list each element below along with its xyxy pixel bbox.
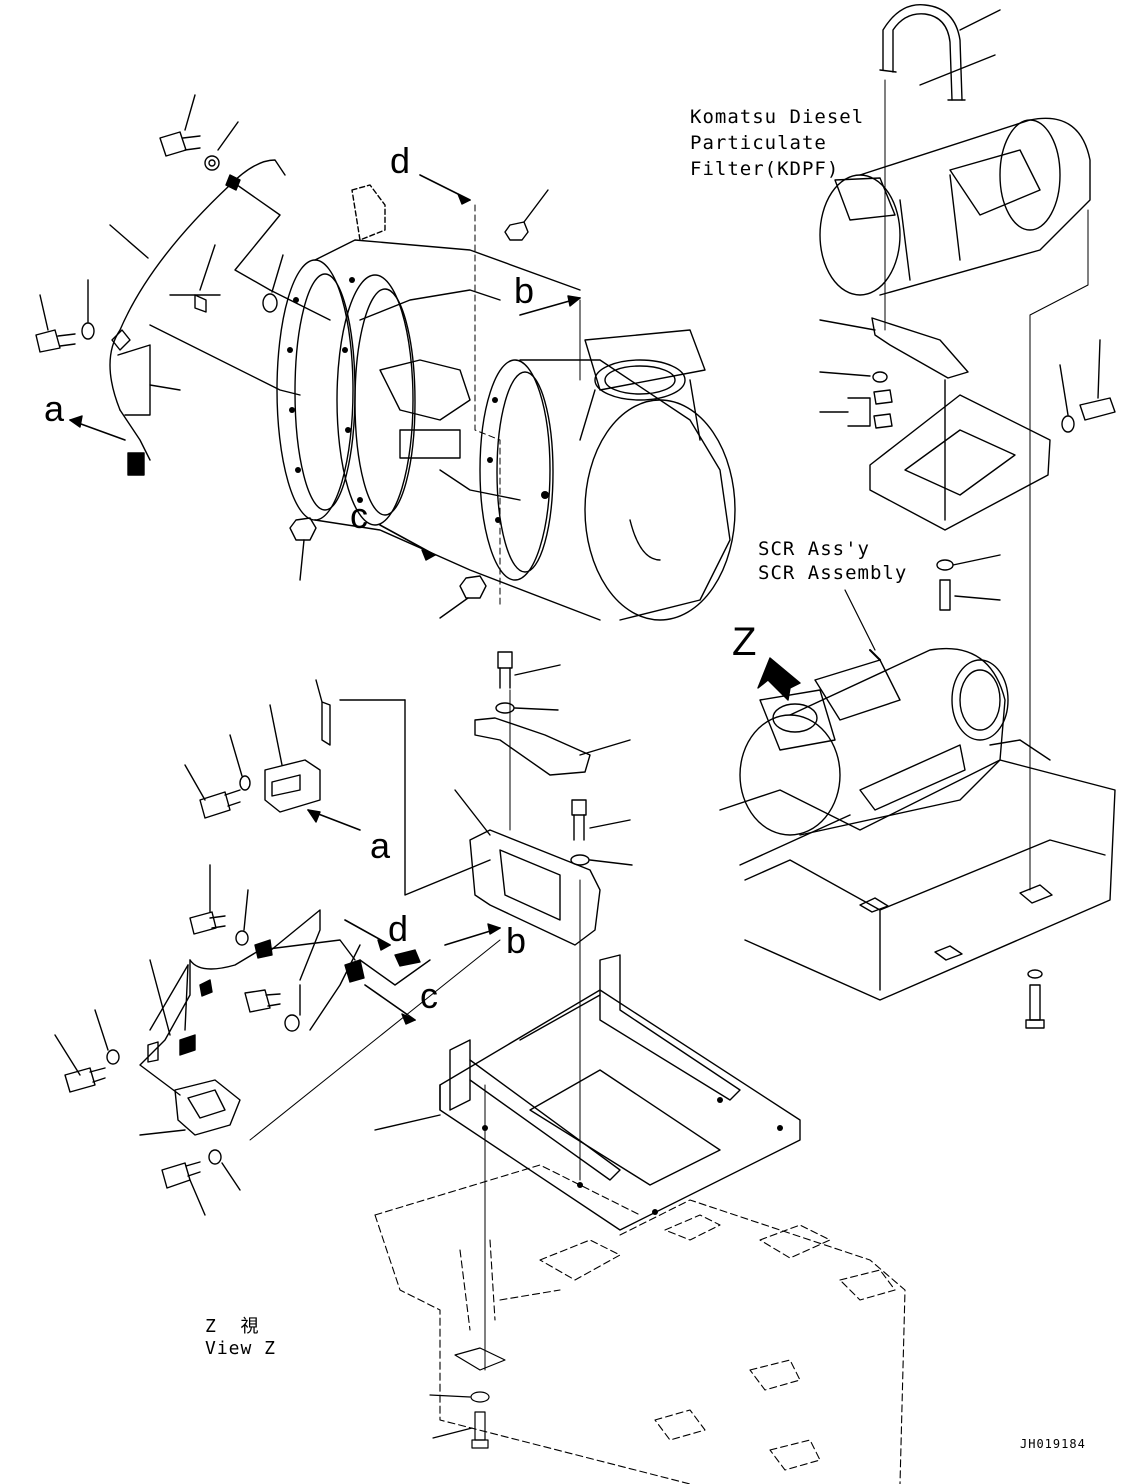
callout-d-lower: d (388, 908, 409, 949)
drawing-id: JH019184 (1020, 1437, 1086, 1451)
scr-assembly (720, 590, 1115, 1028)
callout-c-lower: c (420, 975, 438, 1016)
callout-a-lower: a (370, 825, 391, 866)
base-mount-plate (375, 955, 800, 1370)
nox-sensor-harness-upper (110, 160, 330, 475)
mounting-brackets-middle (250, 652, 632, 1180)
callout-b-lower: b (506, 920, 527, 961)
lower-frame-solid (430, 1348, 505, 1448)
bolts-nuts-upper-left (36, 95, 580, 618)
callout-a-upper: a (44, 388, 65, 429)
kdpf-label-line1: Komatsu Diesel (690, 106, 865, 128)
lower-left-hardware (55, 680, 500, 1215)
kdpf-label-line2: Particulate (690, 132, 827, 154)
view-z-label-line1: Z 視 (205, 1316, 260, 1337)
callout-z: Z (732, 620, 757, 664)
view-z-label-line2: View Z (205, 1338, 277, 1359)
kdpf-label-line3: Filter(KDPF) (690, 158, 840, 180)
kdpf-inset (820, 5, 1115, 890)
scr-label-line2: SCR Assembly (758, 562, 908, 584)
kdpf-exploded-assembly (277, 185, 735, 620)
scr-label-line1: SCR Ass'y (758, 538, 870, 560)
callout-b-upper: b (514, 270, 535, 311)
callout-d-upper: d (390, 140, 411, 181)
callout-c-upper: c (350, 495, 368, 536)
lower-frame (375, 1165, 905, 1484)
